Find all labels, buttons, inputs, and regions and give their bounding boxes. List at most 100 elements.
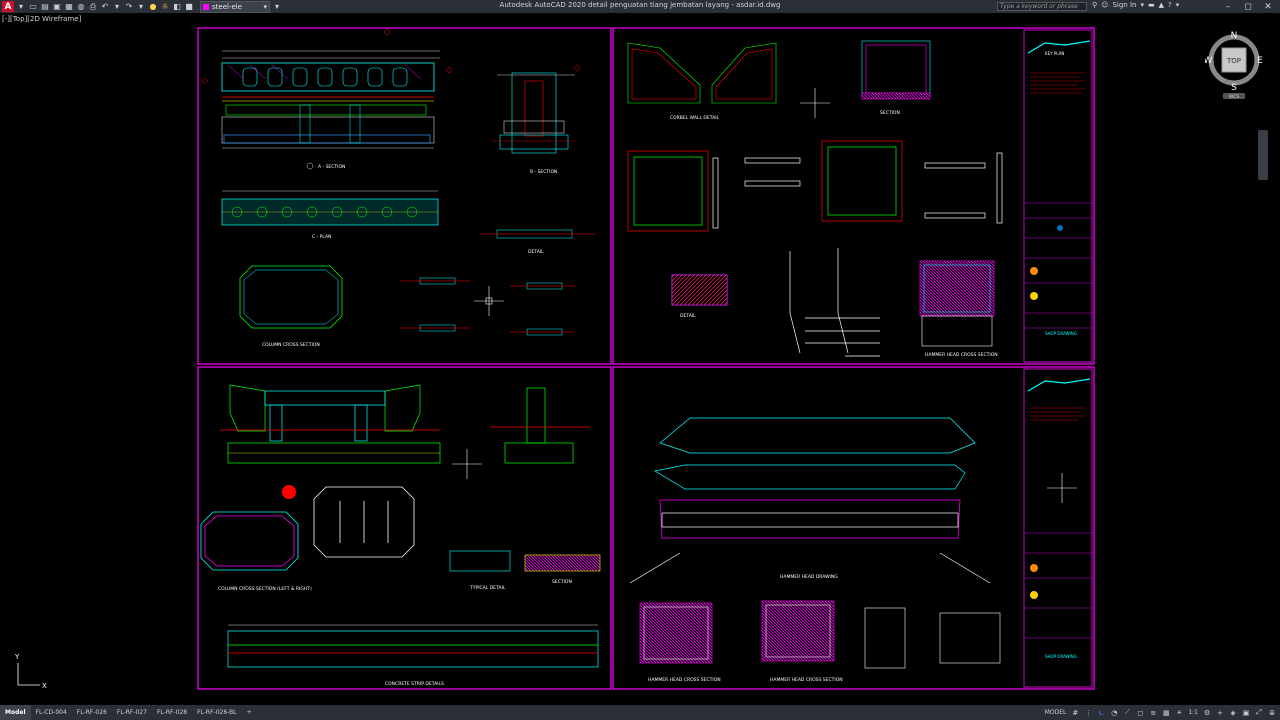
save-icon[interactable]: ▣	[53, 2, 61, 11]
snap-icon[interactable]: ⋮	[1084, 708, 1092, 717]
open-folder-icon[interactable]: ▤	[41, 2, 49, 11]
hardware-accel-icon[interactable]: ▣	[1242, 708, 1250, 717]
polar-icon[interactable]: ◔	[1111, 708, 1118, 717]
undo-icon[interactable]: ↶	[101, 2, 109, 11]
crosshair-cursor-3	[452, 449, 482, 479]
section-b-drawing: B - SECTION	[492, 65, 580, 175]
chevron-down-icon: ▾	[263, 2, 267, 11]
annotation-icon[interactable]: ⚹	[1177, 708, 1182, 716]
rebar-bent-drawing	[789, 248, 880, 357]
model-space-button[interactable]: MODEL	[1044, 709, 1067, 716]
tab-fl-rf-026[interactable]: FL-RF-026	[76, 709, 107, 716]
square-icon[interactable]: ■	[185, 2, 193, 11]
user-icon[interactable]: ☺	[1101, 1, 1109, 9]
svg-text:B - SECTION: B - SECTION	[530, 169, 557, 175]
svg-text:KEY PLAN: KEY PLAN	[1045, 51, 1064, 56]
sheet-bottom-left: COLUMN CROSS SECTION (LEFT & RIGHT) TYPI…	[197, 366, 612, 690]
viewcube-south: S	[1231, 83, 1237, 93]
viewport-controls-label[interactable]: [-][Top][2D Wireframe]	[2, 15, 82, 23]
lock-icon[interactable]: ◧	[173, 2, 181, 11]
details-drawing: DETAIL	[400, 229, 595, 336]
tab-fl-cd-004[interactable]: FL-CD-004	[35, 709, 67, 716]
column-cross-section-drawing: COLUMN CROSS SECTION	[239, 265, 343, 348]
workspace-gear-icon[interactable]: ⚙	[1203, 708, 1211, 717]
sheet-top-right: CORBEL WALL DETAIL SECTION DETAIL	[612, 27, 1095, 365]
search-input[interactable]: Type a keyword or phrase	[997, 2, 1087, 11]
plus-icon[interactable]: +	[1217, 708, 1223, 717]
viewcube-face: TOP	[1226, 57, 1241, 65]
redo-icon[interactable]: ↷	[125, 2, 133, 11]
viewcube-east: E	[1257, 56, 1263, 66]
title-block-2: SHOP DRAWING	[1025, 378, 1092, 659]
crosshair-cursor	[474, 286, 504, 316]
transparency-icon[interactable]: ▦	[1163, 708, 1170, 717]
cart-icon[interactable]: ▬	[1147, 1, 1155, 9]
svg-text:HAMMER HEAD CROSS SECTION: HAMMER HEAD CROSS SECTION	[648, 677, 721, 683]
maximize-button[interactable]: ◻	[1244, 1, 1252, 12]
pier-side-drawing	[490, 387, 590, 464]
section-a-drawing: A - SECTION	[202, 29, 452, 170]
fullscreen-icon[interactable]: ⤢	[1256, 708, 1262, 716]
add-layout-button[interactable]: +	[246, 709, 252, 716]
tab-model[interactable]: Model	[0, 705, 31, 720]
svg-text:HAMMER HEAD CROSS SECTION: HAMMER HEAD CROSS SECTION	[770, 677, 843, 683]
autocad-logo-button[interactable]: A	[2, 1, 14, 12]
web-icon[interactable]: ◍	[77, 2, 85, 11]
grid-icon[interactable]: #	[1072, 708, 1079, 717]
redo-dropdown-icon[interactable]: ▾	[138, 2, 143, 11]
help-dropdown-icon[interactable]: ▾	[1175, 1, 1180, 9]
customize-qat-icon[interactable]: ▾	[274, 2, 279, 11]
hammer-head-3d-drawing: HAMMER HEAD DRAWING	[629, 417, 991, 584]
lineweight-icon[interactable]: ≡	[1150, 708, 1157, 717]
svg-text:SHOP DRAWING: SHOP DRAWING	[1045, 331, 1077, 336]
svg-text:HAMMER HEAD DRAWING: HAMMER HEAD DRAWING	[780, 574, 838, 580]
drawing-canvas[interactable]: A - SECTION B - SECTION	[0, 13, 1280, 705]
help-icon[interactable]: ?	[1167, 1, 1172, 9]
new-file-icon[interactable]: ▭	[29, 2, 37, 11]
close-button[interactable]: ✕	[1264, 1, 1272, 12]
top-section-drawing: SECTION	[861, 40, 931, 116]
tab-fl-rf-027[interactable]: FL-RF-027	[116, 709, 147, 716]
svg-text:Y: Y	[14, 653, 20, 661]
navigation-bar[interactable]	[1258, 130, 1268, 180]
a360-icon[interactable]: ▲	[1158, 1, 1164, 9]
section-boxes: DETAIL	[627, 140, 1003, 319]
svg-text:SHOP DRAWING: SHOP DRAWING	[1045, 654, 1077, 659]
tab-fl-rf-026-bl[interactable]: FL-RF-026-BL	[197, 709, 237, 716]
sun-icon[interactable]: ☼	[161, 2, 169, 11]
sign-in-link[interactable]: Sign In	[1112, 1, 1137, 9]
menu-chevron-icon[interactable]: ▾	[18, 2, 23, 11]
isodraft-icon[interactable]: ⟋	[1124, 708, 1130, 716]
svg-text:DETAIL: DETAIL	[680, 313, 696, 319]
viewcube-west: W	[1205, 56, 1213, 66]
customize-menu-icon[interactable]: ≣	[1269, 708, 1275, 717]
typical-detail-drawing: TYPICAL DETAIL SECTION	[449, 550, 601, 591]
status-tools: MODEL # ⋮ ∟ ◔ ⟋ ◻ ≡ ▦ ⚹ 1:1 ⚙ + ◈ ▣ ⤢ ≣	[1045, 705, 1276, 720]
minimize-button[interactable]: –	[1225, 1, 1231, 12]
crosshair-cursor-4	[1047, 473, 1077, 503]
viewcube-north: N	[1231, 31, 1238, 41]
corbel-wall-drawing: CORBEL WALL DETAIL	[627, 42, 777, 121]
svg-text:COLUMN CROSS SECTION (LEFT & R: COLUMN CROSS SECTION (LEFT & RIGHT)	[218, 586, 312, 592]
ortho-icon[interactable]: ∟	[1098, 708, 1105, 717]
osnap-icon[interactable]: ◻	[1137, 708, 1144, 717]
svg-text:COLUMN CROSS SECTION: COLUMN CROSS SECTION	[262, 342, 320, 348]
title-block-1: KEY PLAN SHOP DRAWING	[1025, 40, 1092, 336]
wcs-menu: WCS	[1229, 94, 1240, 100]
plan-c-drawing: C - PLAN	[221, 190, 439, 240]
isolate-icon[interactable]: ◈	[1230, 708, 1236, 717]
bulb-icon[interactable]: ●	[149, 2, 157, 11]
binoculars-icon[interactable]: ⚲	[1092, 1, 1098, 9]
column-cross-sections: COLUMN CROSS SECTION (LEFT & RIGHT)	[200, 485, 415, 592]
annotation-scale[interactable]: 1:1	[1188, 709, 1198, 716]
undo-dropdown-icon[interactable]: ▾	[114, 2, 119, 11]
svg-text:SECTION: SECTION	[552, 579, 572, 585]
chevron-down-icon[interactable]: ▾	[1140, 1, 1144, 9]
title-right-icons: ⚲ ☺ Sign In ▾ ▬ ▲ ? ▾	[1092, 1, 1179, 9]
tab-fl-rf-028[interactable]: FL-RF-028	[156, 709, 188, 716]
print-icon[interactable]: ⎙	[89, 1, 97, 11]
layer-dropdown[interactable]: steel-ele ▾	[200, 0, 270, 13]
hammer-head-cross-sections: HAMMER HEAD CROSS SECTION HAMMER HEAD CR…	[639, 600, 1001, 683]
save-as-icon[interactable]: ▦	[65, 2, 73, 11]
viewcube[interactable]: TOP N S E W WCS	[1205, 30, 1263, 100]
